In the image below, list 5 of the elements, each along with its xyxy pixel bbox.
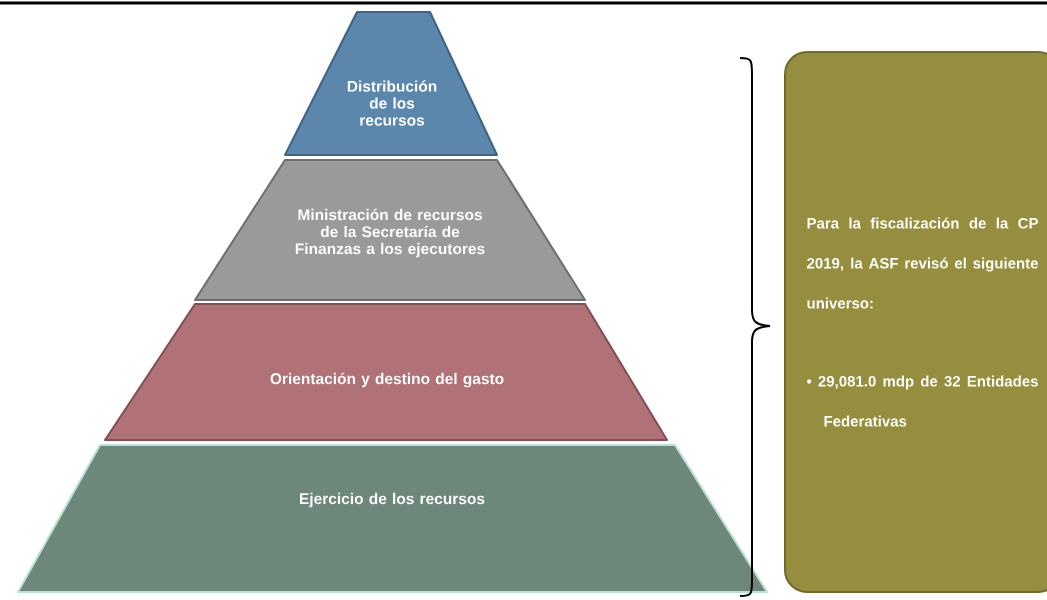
pyramid-layer: Distribución de los recursos xyxy=(284,11,498,156)
pyramid-layer: Ejercicio de los recursos xyxy=(17,444,768,593)
pyramid-layer: Orientación y destino del gasto xyxy=(104,303,668,441)
pyramid-layer: Ministración de recursos de la Secretaría de Finanzas a los ejecutores xyxy=(194,159,586,301)
info-box: Para la fiscalización de la CP 2019, la ASF revisó el siguiente universo: • 29,081.0 mdp de 32 Entidades Federativas xyxy=(784,51,1047,593)
